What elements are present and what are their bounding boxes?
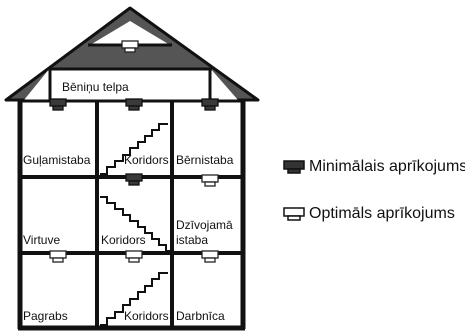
- staircase-lower: [100, 272, 168, 326]
- dark-detector-icon: [283, 160, 305, 174]
- room-label-corridor-top: Koridors: [124, 153, 169, 167]
- room-label-living-room-line2: istaba: [176, 233, 208, 247]
- attic-detector-icon: [121, 40, 139, 53]
- staircase-middle: [100, 196, 170, 252]
- room-label-living-room-line1: Dzīvojamā: [176, 218, 233, 232]
- kids-room-detector-icon: [201, 98, 219, 111]
- legend-minimal: Minimālais aprīkojums: [283, 158, 465, 176]
- basement-detector-icon: [49, 250, 67, 263]
- legend-minimal-label: Minimālais aprīkojums: [309, 158, 465, 175]
- workshop-detector-icon: [201, 250, 219, 263]
- roof: [4, 6, 260, 102]
- stairs: [100, 123, 170, 326]
- room-label-attic: Bēniņu telpa: [62, 80, 129, 94]
- room-label-workshop: Darbnīca: [176, 309, 225, 323]
- room-label-bedroom: Guļamistaba: [23, 153, 91, 167]
- room-label-corridor-bottom: Koridors: [124, 309, 169, 323]
- light-detector-icon: [283, 207, 305, 221]
- living-room-detector-icon: [201, 174, 219, 187]
- house-diagram: Bēniņu telpa Guļamistaba Koridors Bērnis…: [4, 6, 260, 331]
- room-label-corridor-mid: Koridors: [101, 233, 146, 247]
- room-label-basement: Pagrabs: [23, 309, 68, 323]
- staircase-upper: [100, 123, 168, 175]
- bedroom-detector-icon: [49, 98, 67, 111]
- legend-optimal: Optimāls aprīkojums: [283, 205, 455, 223]
- room-label-kitchen: Virtuve: [23, 233, 60, 247]
- corridor-top-detector-icon: [125, 98, 143, 111]
- room-label-kids-room: Bērnistaba: [176, 153, 234, 167]
- legend-optimal-label: Optimāls aprīkojums: [309, 205, 455, 222]
- house-frame: [17, 99, 246, 331]
- corridor-mid-detector-icon: [125, 173, 143, 186]
- corridor-bottom-detector-icon: [125, 250, 143, 263]
